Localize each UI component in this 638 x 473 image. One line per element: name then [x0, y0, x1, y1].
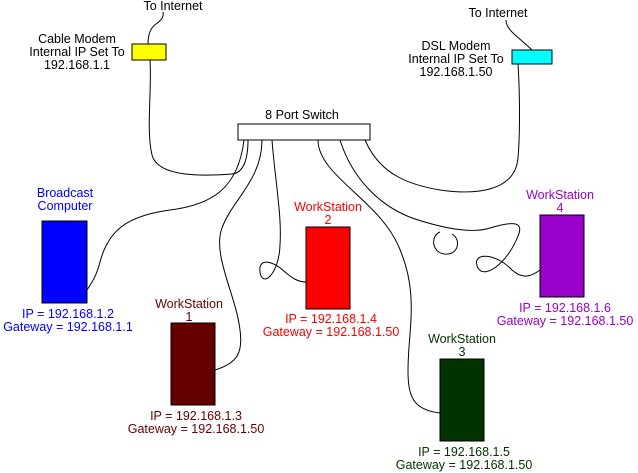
cable-modem-switch-cable: [148, 59, 249, 176]
cable-modem-label: Cable Modem Internal IP Set To 192.168.1…: [29, 33, 124, 72]
dsl-modem-switch-cable: [364, 63, 520, 193]
cable-modem-ip: 192.168.1.1: [43, 58, 111, 72]
dsl-modem-subtitle: Internal IP Set To: [408, 52, 504, 66]
workstation4-ip: IP = 192.168.1.6: [519, 301, 611, 315]
workstation4-gateway: Gateway = 192.168.1.50: [496, 314, 634, 328]
cable-modem-internet-label: To Internet: [143, 0, 203, 13]
workstation3-box: [439, 358, 485, 442]
workstation3-ip: IP = 192.168.1.5: [418, 445, 510, 459]
workstation3-network-label: IP = 192.168.1.5 Gateway = 192.168.1.50: [396, 446, 533, 472]
workstation3-gateway: Gateway = 192.168.1.50: [395, 458, 533, 472]
workstation3-name-label: WorkStation 3: [428, 332, 496, 359]
workstation1-name-label: WorkStation 1: [155, 297, 223, 324]
dsl-modem-title: DSL Modem: [421, 39, 491, 53]
broadcast-ip: IP = 192.168.1.2: [22, 307, 114, 321]
cable-modem-subtitle: Internal IP Set To: [29, 45, 125, 59]
switch-label: 8 Port Switch: [265, 108, 339, 122]
workstation2-cable: [259, 139, 307, 283]
broadcast-name-label: Broadcast Computer: [36, 186, 94, 213]
dsl-modem-label: DSL Modem Internal IP Set To 192.168.1.5…: [408, 40, 503, 79]
broadcast-gateway: Gateway = 192.168.1.1: [3, 320, 133, 334]
broadcast-network-label: IP = 192.168.1.2 Gateway = 192.168.1.1: [3, 308, 133, 334]
workstation4-network-label: IP = 192.168.1.6 Gateway = 192.168.1.50: [497, 302, 634, 328]
broadcast-cable: [86, 139, 245, 291]
workstation1-gateway: Gateway = 192.168.1.50: [127, 422, 265, 436]
workstation2-ip: IP = 192.168.1.4: [285, 312, 377, 326]
workstation1-cable: [214, 139, 263, 371]
dsl-modem-box: [511, 49, 553, 65]
switch-box: [237, 123, 371, 141]
workstation2-name-label: WorkStation 2: [294, 200, 362, 227]
workstation4-box: [539, 214, 585, 298]
dsl-modem-internet-cable: [505, 19, 533, 51]
workstation3-cable: [317, 139, 441, 414]
workstation1-network-label: IP = 192.168.1.3 Gateway = 192.168.1.50: [128, 410, 265, 436]
dsl-modem-ip: 192.168.1.50: [419, 65, 493, 79]
workstation4-cable: [339, 139, 541, 277]
workstation1-ip: IP = 192.168.1.3: [150, 409, 242, 423]
cable-modem-internet-cable: [147, 11, 164, 45]
workstation2-gateway: Gateway = 192.168.1.50: [262, 325, 400, 339]
workstation4-cable-loop: [433, 231, 459, 255]
broadcast-computer-box: [41, 220, 88, 304]
cable-modem-title: Cable Modem: [38, 32, 116, 46]
dsl-modem-internet-label: To Internet: [468, 6, 528, 20]
cable-modem-box: [131, 43, 167, 61]
workstation2-network-label: IP = 192.168.1.4 Gateway = 192.168.1.50: [263, 313, 400, 339]
workstation2-box: [305, 226, 351, 310]
workstation4-name-label: WorkStation 4: [526, 188, 594, 215]
workstation1-box: [170, 322, 216, 406]
